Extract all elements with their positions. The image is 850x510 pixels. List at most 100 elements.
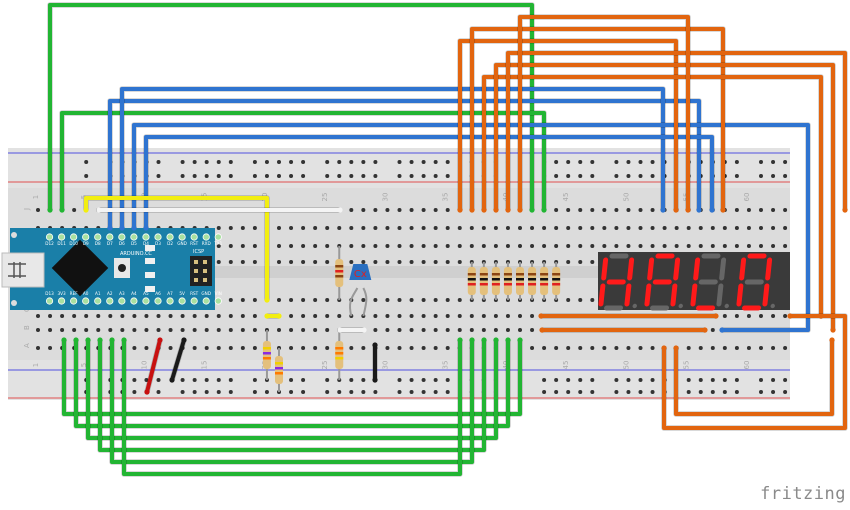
- resistor-band-brown: [479, 273, 488, 276]
- breadboard-hole: [144, 328, 149, 332]
- breadboard-hole: [759, 208, 763, 212]
- breadboard-hole: [662, 226, 667, 230]
- resistor-body: [491, 267, 500, 295]
- breadboard-hole: [710, 226, 715, 230]
- rail-hole: [650, 174, 655, 178]
- breadboard-hole: [313, 314, 318, 318]
- rail-hole: [722, 378, 727, 382]
- green-wire[interactable]: [74, 340, 510, 428]
- breadboard-hole: [228, 314, 233, 318]
- orange-wire[interactable]: [674, 340, 834, 416]
- green-wire[interactable]: [62, 340, 522, 416]
- breadboard-hole: [662, 244, 667, 248]
- breadboard-hole: [686, 244, 691, 248]
- resistor-band-brown: [335, 265, 344, 268]
- orange-wire-end: [829, 337, 835, 343]
- breadboard-hole: [277, 298, 281, 302]
- resistor: [335, 330, 344, 380]
- green-wire[interactable]: [110, 340, 474, 464]
- breadboard-hole: [409, 208, 414, 212]
- rail-hole: [325, 174, 330, 178]
- breadboard-hole: [578, 226, 583, 230]
- breadboard-hole: [204, 328, 209, 332]
- orange-wire[interactable]: [470, 27, 725, 210]
- icsp-pin: [203, 269, 207, 273]
- rail-hole: [325, 378, 330, 382]
- breadboard-hole: [252, 298, 257, 302]
- yellow-wire-end: [264, 297, 270, 303]
- rail-hole: [433, 390, 438, 394]
- segment-resistor: [516, 262, 524, 300]
- rail-hole: [590, 390, 595, 394]
- pin-label: A2: [107, 291, 113, 296]
- breadboard-hole: [168, 346, 173, 350]
- resistor-band-yellow: [275, 362, 283, 365]
- blue-wire[interactable]: [144, 135, 714, 228]
- green-wire-end: [109, 337, 115, 343]
- pin-label: VIN: [215, 291, 222, 296]
- resistor-band-brown: [540, 273, 549, 276]
- breadboard-hole: [734, 244, 739, 248]
- ceramic-capacitor: Cx: [348, 264, 372, 317]
- red-wire[interactable]: [145, 339, 162, 393]
- rail-hole: [264, 160, 269, 164]
- blue-wire-end: [131, 225, 137, 231]
- rail-hole: [421, 160, 426, 164]
- orange-wire-end: [538, 313, 544, 319]
- black-wire-end: [181, 337, 187, 343]
- orange-wire-end: [457, 207, 463, 213]
- orange-wire[interactable]: [482, 75, 823, 316]
- pin-label: A5: [143, 291, 149, 296]
- segment-e: [598, 283, 606, 307]
- breadboard-hole: [530, 226, 535, 230]
- black-wire[interactable]: [170, 339, 186, 381]
- column-number-bottom: 15: [201, 361, 209, 370]
- green-wire[interactable]: [122, 340, 462, 476]
- breadboard-hole: [361, 208, 366, 212]
- yellow-wire[interactable]: [84, 196, 269, 300]
- breadboard-hole: [421, 298, 426, 302]
- blue-wire-end: [719, 327, 725, 333]
- pin-label: D11: [57, 241, 66, 246]
- breadboard-hole: [638, 208, 643, 212]
- orange-wire[interactable]: [506, 51, 847, 210]
- blue-wire-end: [709, 207, 715, 213]
- icsp-pin: [203, 260, 207, 264]
- breadboard-hole: [289, 260, 294, 264]
- resistor-band-orange: [335, 352, 344, 355]
- breadboard-hole: [313, 260, 318, 264]
- column-number-bottom: 35: [442, 361, 450, 370]
- breadboard-hole: [240, 244, 245, 248]
- orange-wire[interactable]: [494, 63, 835, 330]
- breadboard-hole: [771, 208, 776, 212]
- blue-wire[interactable]: [132, 123, 810, 332]
- green-wire-d9[interactable]: [60, 111, 546, 210]
- green-wire[interactable]: [98, 340, 486, 452]
- rail-hole: [349, 378, 354, 382]
- blue-wire[interactable]: [120, 87, 665, 228]
- orange-wire[interactable]: [662, 314, 847, 430]
- pin-label: A7: [167, 291, 173, 296]
- breadboard-hole: [289, 314, 294, 318]
- resistor-band-brown: [516, 273, 524, 276]
- green-wire-d10[interactable]: [48, 3, 534, 210]
- breadboard-hole: [566, 208, 571, 212]
- breadboard-hole: [433, 328, 438, 332]
- orange-wire[interactable]: [458, 39, 678, 210]
- orange-wire-end: [493, 207, 499, 213]
- pin-d5: [130, 233, 138, 241]
- breadboard-hole: [493, 226, 498, 230]
- breadboard-hole: [542, 346, 547, 350]
- rail-hole: [433, 378, 438, 382]
- breadboard-hole: [60, 314, 65, 318]
- orange-wire[interactable]: [518, 15, 690, 210]
- blue-wire[interactable]: [108, 99, 701, 228]
- breadboard-hole: [385, 260, 390, 264]
- breadboard-hole: [554, 226, 559, 230]
- segment-b: [673, 257, 681, 281]
- breadboard-hole: [590, 260, 595, 264]
- rail-hole: [710, 378, 715, 382]
- breadboard-hole: [252, 260, 257, 264]
- arduino-nano[interactable]: ARDUINO.CC ICSP D12D13D113V3D10REFD9A0D8…: [1, 228, 223, 310]
- green-wire[interactable]: [86, 340, 498, 440]
